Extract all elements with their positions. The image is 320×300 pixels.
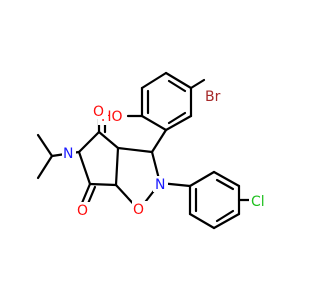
chlorine-label: Cl: [251, 194, 265, 210]
oxygen-label-lower: O: [77, 203, 88, 219]
molecule-canvas: HO Br O O N N O Cl: [36, 71, 265, 230]
bond-aryl-c3: [150, 128, 168, 154]
molecule-structure: HO Br O O N N O Cl: [36, 71, 265, 230]
imide-nitrogen-label: N: [63, 146, 73, 162]
bromine-label: Br: [205, 89, 221, 105]
ring-nitrogen-label: N: [155, 177, 165, 193]
ring-oxygen-label: O: [133, 202, 144, 218]
bond-co-lower-1: [80, 182, 92, 205]
phenol-ring: [140, 71, 193, 132]
oxygen-label-upper: O: [93, 104, 104, 120]
chlorophenyl-ring: [188, 170, 241, 230]
bond-c-br: [189, 78, 206, 90]
